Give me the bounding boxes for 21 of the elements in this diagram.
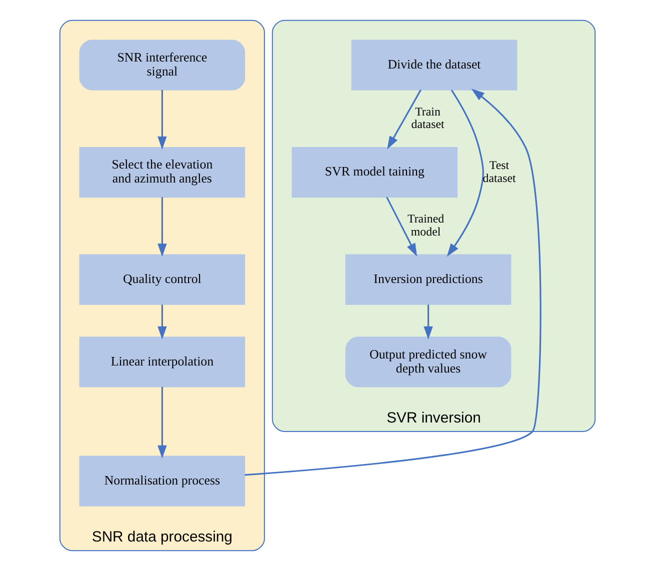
edge-label: Trained model (407, 212, 444, 238)
node-box: SVR model taining (292, 147, 458, 198)
arrow (158, 90, 167, 150)
node-box: Select the elevation and azimuth angles (79, 147, 246, 198)
node-box: SNR interference signal (79, 40, 246, 90)
arrow (446, 90, 484, 257)
arrow (158, 386, 167, 459)
node-box: Divide the dataset (351, 40, 518, 90)
node-box: Normalisation process (79, 456, 246, 506)
arrow (158, 304, 167, 340)
arrow (386, 196, 418, 257)
node-box: Output predicted snow depth values (345, 336, 512, 388)
edge-label: Train dataset (411, 104, 444, 132)
edge-label: Test dataset (482, 158, 516, 185)
node-box: Quality control (79, 254, 246, 305)
arrow (424, 304, 433, 340)
node-box: Linear interpolation (79, 336, 246, 388)
arrow (244, 88, 542, 476)
node-box: Inversion predictions (345, 254, 512, 305)
arrow (387, 90, 422, 150)
arrow (158, 197, 167, 257)
